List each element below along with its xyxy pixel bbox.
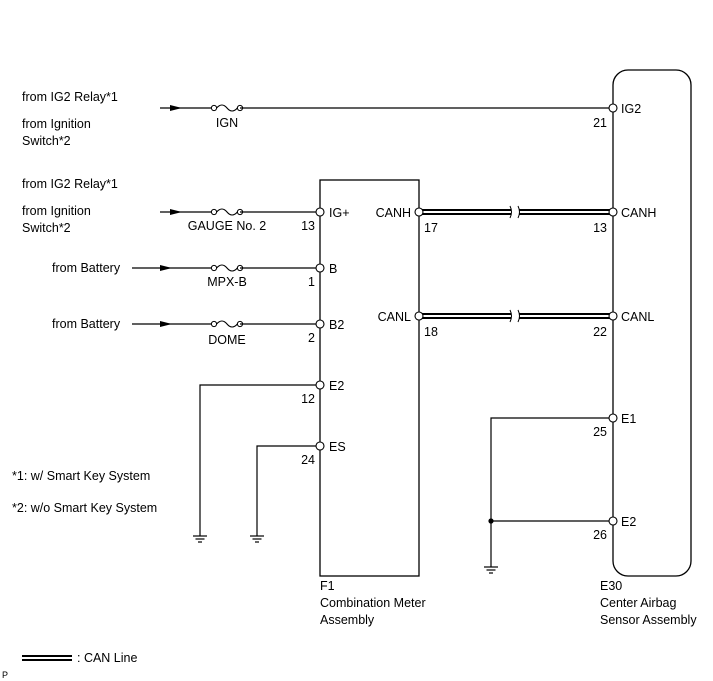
note-smart-key: *1: w/ Smart Key System bbox=[12, 469, 150, 483]
fuse-label-gauge: GAUGE No. 2 bbox=[188, 219, 267, 233]
corner-mark: P bbox=[2, 670, 8, 680]
label-airbag-canh: CANH bbox=[621, 206, 656, 220]
source-ignition-2-line2: Switch*2 bbox=[22, 221, 71, 235]
pin-ig2: 21 bbox=[593, 116, 607, 130]
terminal-b2 bbox=[315, 319, 325, 329]
terminal-ig2 bbox=[608, 103, 618, 113]
terminal-b bbox=[315, 263, 325, 273]
wire-mpxb bbox=[132, 264, 316, 272]
terminal-airbag-canl bbox=[608, 311, 618, 321]
terminal-es bbox=[315, 441, 325, 451]
wire-ground-es bbox=[249, 445, 316, 543]
pin-airbag-e2: 26 bbox=[593, 528, 607, 542]
label-es: ES bbox=[329, 440, 346, 454]
combination-meter-box bbox=[319, 179, 420, 577]
pin-b2: 2 bbox=[308, 331, 315, 345]
pin-meter-canh: 17 bbox=[424, 221, 438, 235]
terminal-meter-canl bbox=[414, 311, 424, 321]
wire-ground-e2 bbox=[192, 384, 316, 543]
wire-ground-airbag bbox=[483, 417, 609, 574]
label-airbag-e2: E2 bbox=[621, 515, 636, 529]
fuse-label-mpxb: MPX-B bbox=[207, 275, 247, 289]
airbag-sensor-box bbox=[612, 69, 692, 577]
airbag-name-line2: Sensor Assembly bbox=[600, 613, 697, 627]
wire-gauge bbox=[160, 208, 316, 216]
terminal-airbag-canh bbox=[608, 207, 618, 217]
source-battery-1: from Battery bbox=[52, 261, 121, 275]
terminal-ig-plus bbox=[315, 207, 325, 217]
airbag-connector: E30 bbox=[600, 579, 622, 593]
fuse-label-dome: DOME bbox=[208, 333, 246, 347]
pin-airbag-canl: 22 bbox=[593, 325, 607, 339]
wire-dome bbox=[132, 320, 316, 328]
pin-es: 24 bbox=[301, 453, 315, 467]
pin-meter-e2: 12 bbox=[301, 392, 315, 406]
label-airbag-canl: CANL bbox=[621, 310, 654, 324]
airbag-name-line1: Center Airbag bbox=[600, 596, 676, 610]
pin-e1: 25 bbox=[593, 425, 607, 439]
label-meter-e2: E2 bbox=[329, 379, 344, 393]
source-ignition-1-line2: Switch*2 bbox=[22, 134, 71, 148]
terminal-meter-e2 bbox=[315, 380, 325, 390]
pin-b: 1 bbox=[308, 275, 315, 289]
source-ig2-relay-2: from IG2 Relay*1 bbox=[22, 177, 118, 191]
label-b: B bbox=[329, 262, 337, 276]
meter-connector: F1 bbox=[320, 579, 335, 593]
terminal-e1 bbox=[608, 413, 618, 423]
label-meter-canh: CANH bbox=[376, 206, 411, 220]
wire-ign bbox=[160, 104, 609, 112]
source-ignition-1-line1: from Ignition bbox=[22, 117, 91, 131]
label-meter-canl: CANL bbox=[378, 310, 411, 324]
fuse-label-ign: IGN bbox=[216, 116, 238, 130]
can-line-canh bbox=[420, 204, 612, 220]
can-line-canl bbox=[420, 308, 612, 324]
source-ig2-relay-1: from IG2 Relay*1 bbox=[22, 90, 118, 104]
label-ig2: IG2 bbox=[621, 102, 641, 116]
meter-name-line2: Assembly bbox=[320, 613, 375, 627]
note-no-smart-key: *2: w/o Smart Key System bbox=[12, 501, 157, 515]
can-line-legend-label: : CAN Line bbox=[77, 651, 137, 665]
source-battery-2: from Battery bbox=[52, 317, 121, 331]
meter-name-line1: Combination Meter bbox=[320, 596, 426, 610]
label-e1: E1 bbox=[621, 412, 636, 426]
source-ignition-2-line1: from Ignition bbox=[22, 204, 91, 218]
terminal-meter-canh bbox=[414, 207, 424, 217]
pin-ig-plus: 13 bbox=[301, 219, 315, 233]
pin-meter-canl: 18 bbox=[424, 325, 438, 339]
label-b2: B2 bbox=[329, 318, 344, 332]
terminal-airbag-e2 bbox=[608, 516, 618, 526]
pin-airbag-canh: 13 bbox=[593, 221, 607, 235]
label-ig-plus: IG+ bbox=[329, 206, 350, 220]
